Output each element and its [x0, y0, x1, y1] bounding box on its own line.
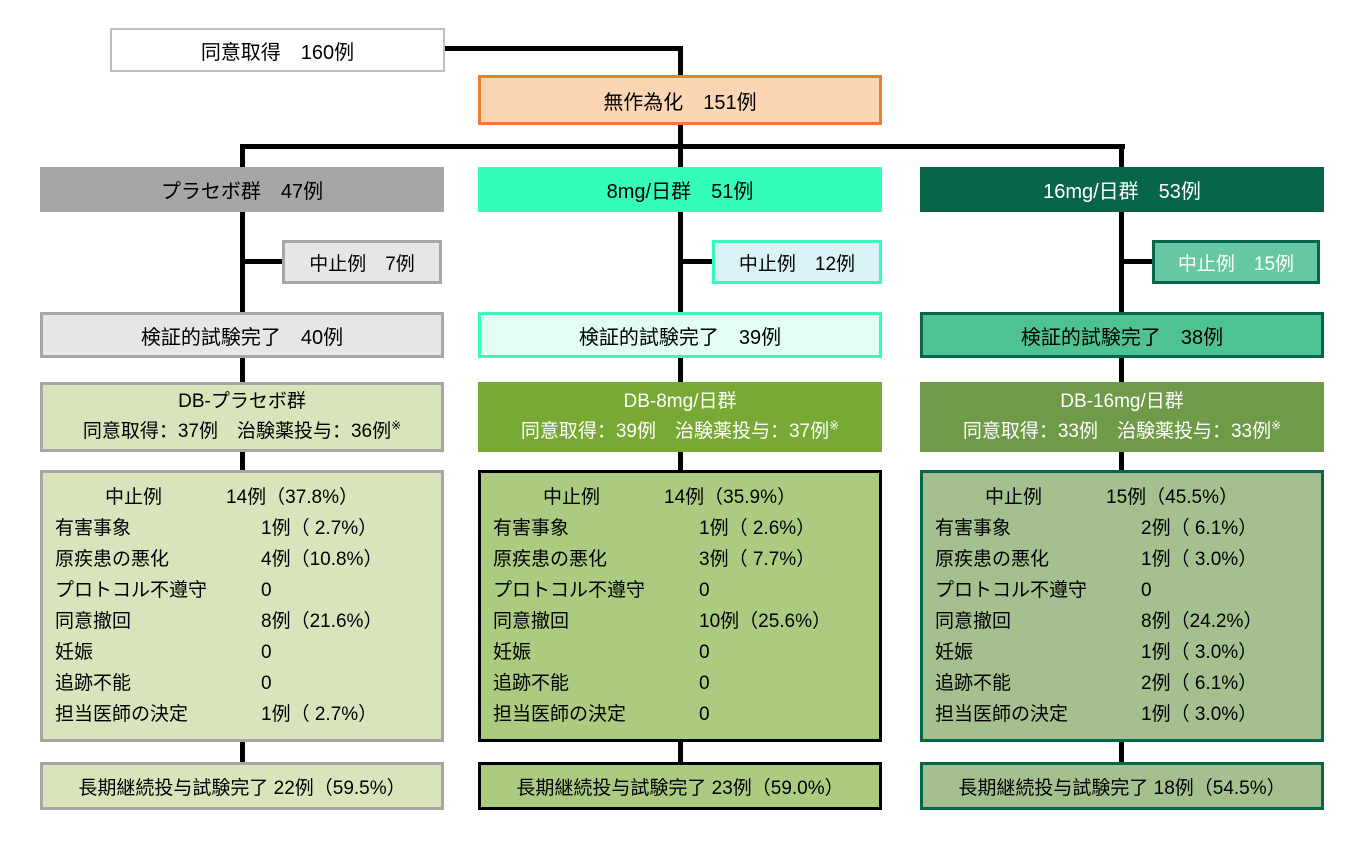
connector-placebo-stub — [245, 259, 283, 264]
connector-16mg-v2 — [1119, 357, 1124, 383]
connector-8mg-v1 — [678, 211, 683, 313]
connector-8mg-stub — [683, 259, 713, 264]
dose16-completed-box: 検証的試験完了 38例 — [920, 312, 1324, 358]
placebo-header: プラセボ群 47例 — [40, 167, 444, 212]
dose16-header: 16mg/日群 53例 — [920, 167, 1324, 212]
connector-8mg-v3 — [678, 451, 683, 471]
dose8-db-counts: 同意取得：39例 治験薬投与：37例※ — [520, 418, 840, 442]
connector-placebo-v2 — [240, 357, 245, 383]
dose16-longterm-box: 長期継続投与試験完了 18例（54.5%） — [920, 762, 1324, 810]
connector-8mg-v2 — [678, 357, 683, 383]
dose8-db-box: DB-8mg/日群 同意取得：39例 治験薬投与：37例※ — [478, 382, 882, 452]
consent-box: 同意取得 160例 — [110, 28, 445, 72]
placebo-db-counts: 同意取得：37例 治験薬投与：36例※ — [82, 418, 402, 442]
dose8-db-title: DB-8mg/日群 — [623, 391, 737, 412]
footnote-mark: ※ — [829, 418, 840, 433]
detail-header-row: 中止例 14例（37.8%） — [105, 487, 359, 508]
dose8-completed-box: 検証的試験完了 39例 — [478, 312, 882, 358]
placebo-completed-box: 検証的試験完了 40例 — [40, 312, 444, 358]
dose8-discontinued-box: 中止例 12例 — [712, 240, 882, 284]
placebo-discontinued-box: 中止例 7例 — [282, 240, 442, 284]
connector-branch-placebo — [240, 146, 245, 168]
dose16-db-counts: 同意取得：33例 治験薬投与：33例※ — [962, 418, 1282, 442]
connector-branch-16mg — [1119, 146, 1124, 168]
connector-branch-8mg — [678, 146, 683, 168]
dose16-db-title: DB-16mg/日群 — [1060, 391, 1184, 412]
detail-header-row: 中止例 15例（45.5%） — [985, 487, 1239, 508]
dose16-db-box: DB-16mg/日群 同意取得：33例 治験薬投与：33例※ — [920, 382, 1324, 452]
connector-16mg-v4 — [1119, 741, 1124, 763]
placebo-db-box: DB-プラセボ群 同意取得：37例 治験薬投与：36例※ — [40, 382, 444, 452]
dose16-discontinued-box: 中止例 15例 — [1152, 240, 1320, 284]
placebo-longterm-box: 長期継続投与試験完了 22例（59.5%） — [40, 762, 444, 810]
dose8-longterm-box: 長期継続投与試験完了 23例（59.0%） — [478, 762, 882, 810]
connector-consent-vertical — [678, 46, 683, 76]
footnote-mark: ※ — [391, 418, 402, 433]
dose8-header: 8mg/日群 51例 — [478, 167, 882, 212]
detail-header-row: 中止例 14例（35.9%） — [543, 487, 797, 508]
connector-randomized-down — [678, 124, 683, 147]
connector-16mg-v1 — [1119, 211, 1124, 313]
connector-16mg-stub — [1124, 259, 1153, 264]
randomization-box: 無作為化 151例 — [478, 75, 882, 125]
connector-8mg-v4 — [678, 741, 683, 763]
placebo-db-title: DB-プラセボ群 — [178, 391, 306, 412]
connector-consent-horizontal — [443, 46, 683, 51]
connector-16mg-v3 — [1119, 451, 1124, 471]
connector-placebo-v1 — [240, 211, 245, 313]
footnote-mark: ※ — [1271, 418, 1282, 433]
connector-placebo-v4 — [240, 741, 245, 763]
connector-placebo-v3 — [240, 451, 245, 471]
